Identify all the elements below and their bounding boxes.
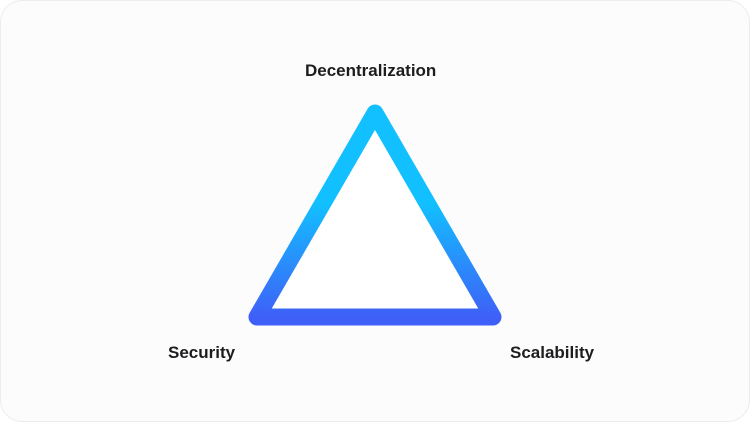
triangle-outline [248, 104, 502, 326]
vertex-label-decentralization: Decentralization [305, 61, 437, 80]
vertex-label-security: Security [168, 343, 236, 362]
vertex-label-scalability: Scalability [510, 343, 595, 362]
